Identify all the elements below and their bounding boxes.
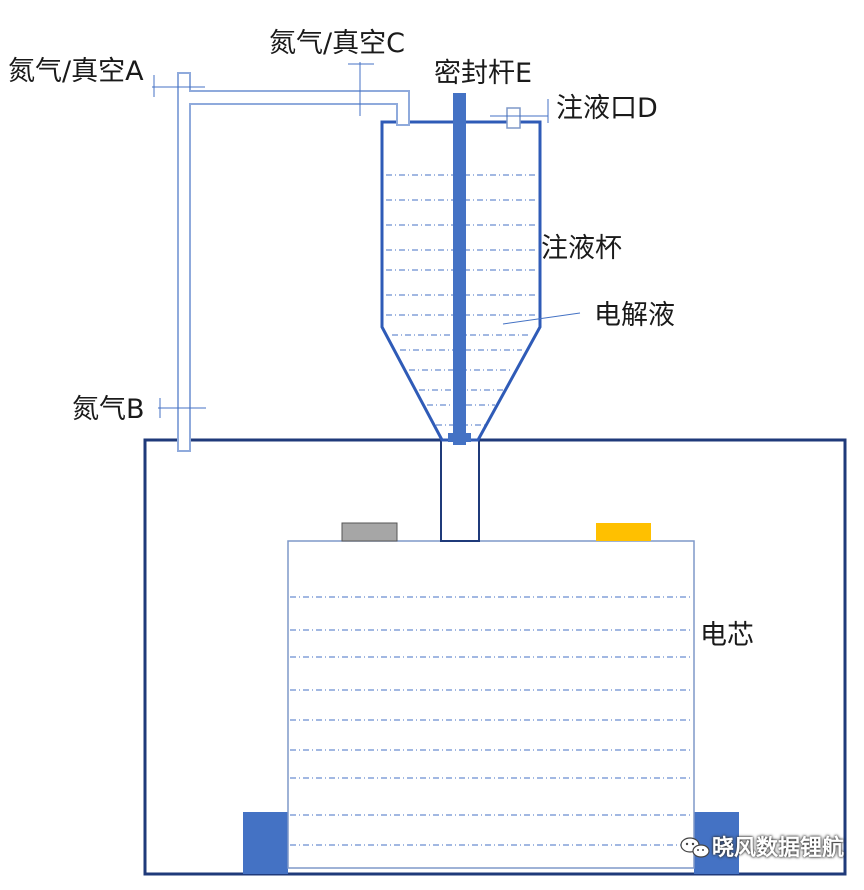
injection-neck (440, 439, 480, 542)
label-injection-cup: 注液杯 (541, 233, 622, 264)
cell-electrolyte-lines (290, 596, 692, 846)
vacuum-chamber (143, 438, 847, 876)
label-electrolyte: 电解液 (594, 300, 675, 331)
label-nitrogen-vacuum-a: 氮气/真空A (8, 56, 144, 87)
battery-cell (287, 540, 695, 869)
wechat-icon (680, 837, 710, 858)
seal-rod (453, 93, 466, 445)
label-nitrogen-b: 氮气B (72, 394, 145, 425)
watermark-text: 晓风数据锂航 (712, 836, 845, 861)
label-nitrogen-vacuum-c: 氮气/真空C (269, 28, 405, 59)
negative-tab (341, 522, 398, 542)
electrolyte-leader (502, 312, 581, 325)
seal-rod-tip (448, 433, 471, 442)
label-inlet-d: 注液口D (556, 93, 658, 124)
gas-pipe (177, 72, 410, 452)
label-seal-rod-e: 密封杆E (434, 58, 533, 89)
injection-cup (380, 120, 542, 442)
inlet-d-fitting (506, 107, 521, 129)
left-base-block (243, 812, 288, 874)
label-cell: 电芯 (700, 620, 754, 651)
positive-tab (596, 523, 651, 541)
right-base-block (694, 812, 739, 874)
